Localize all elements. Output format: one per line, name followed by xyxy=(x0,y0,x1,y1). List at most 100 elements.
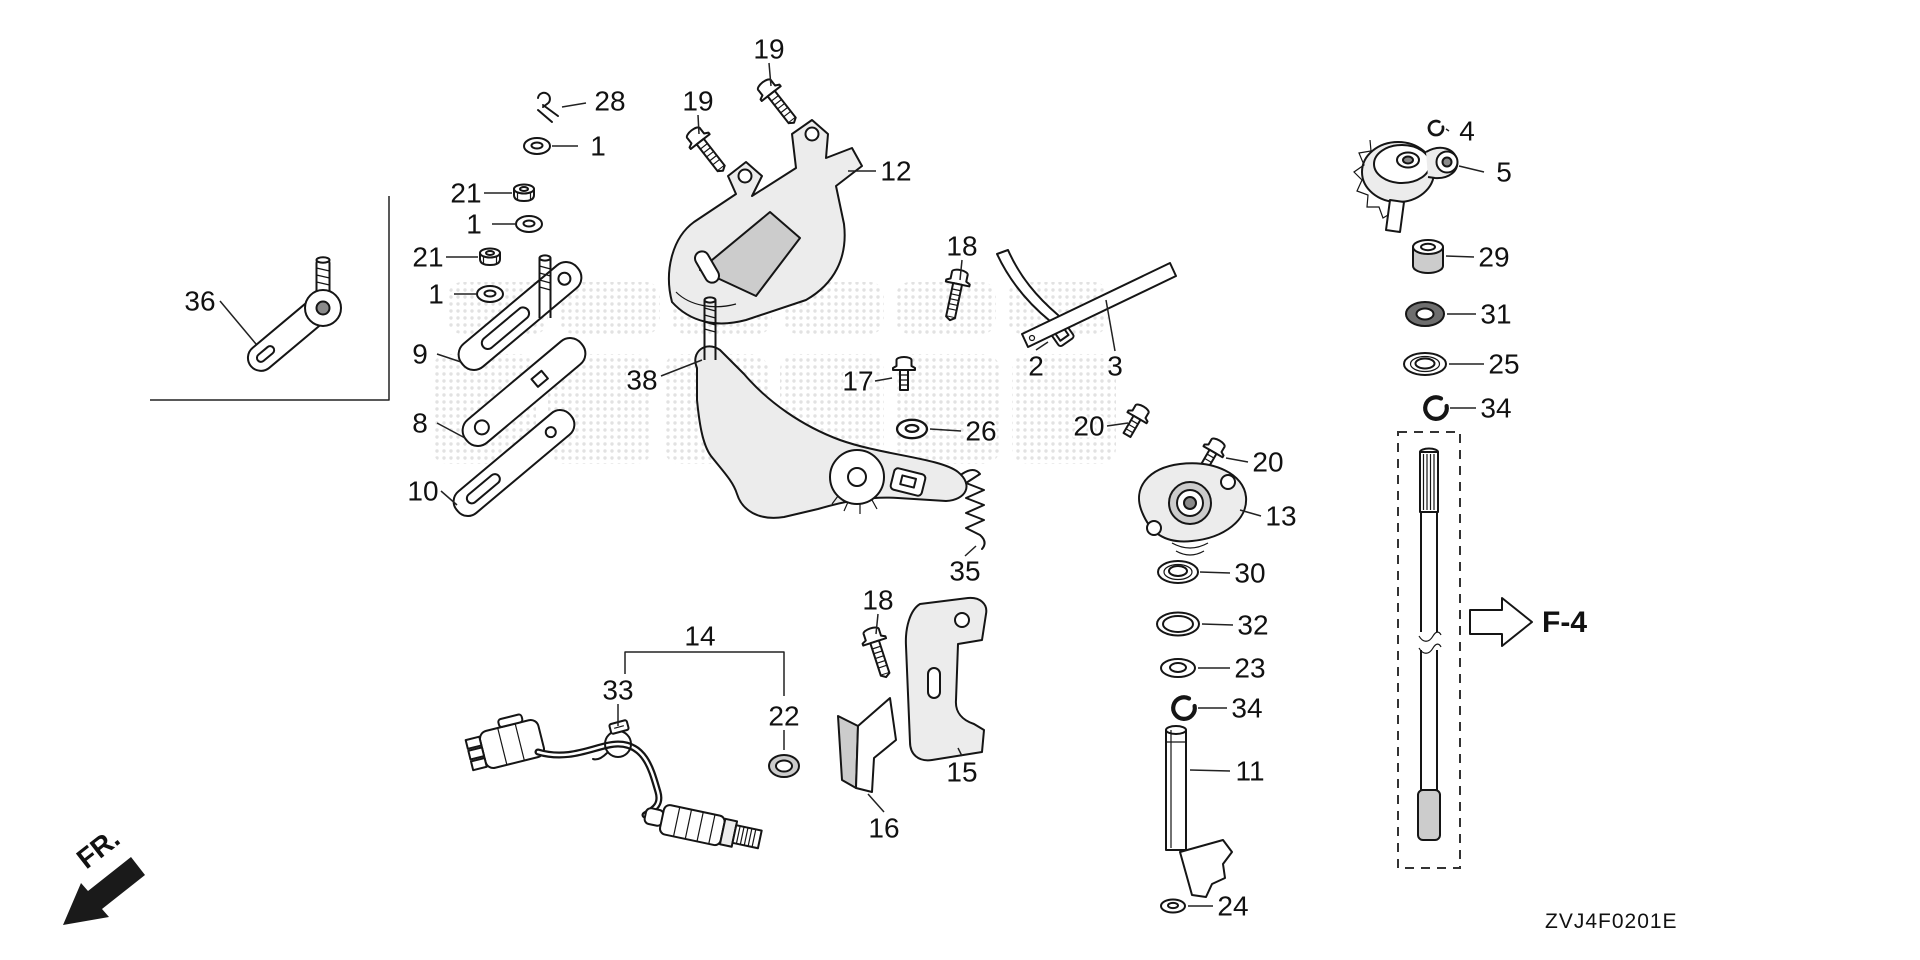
callout-12: 12 xyxy=(880,156,911,187)
leader-3 xyxy=(1105,299,1116,352)
callout-14: 14 xyxy=(684,621,715,652)
leader-5 xyxy=(1458,165,1485,173)
callout-21: 21 xyxy=(412,242,443,273)
leader-17 xyxy=(874,377,893,382)
bolt-18b xyxy=(857,623,899,682)
washer-1c xyxy=(476,285,504,303)
bushing-29 xyxy=(1412,239,1444,274)
callout-23: 23 xyxy=(1234,653,1265,684)
ring-31 xyxy=(1405,301,1445,327)
callout-20: 20 xyxy=(1252,447,1283,478)
part-5-gear xyxy=(1353,139,1459,233)
washer-1b xyxy=(515,215,543,233)
callout-24: 24 xyxy=(1217,891,1248,922)
callout-38: 38 xyxy=(626,365,657,396)
callout-25: 25 xyxy=(1488,349,1519,380)
nut-21b xyxy=(479,247,501,266)
f4-arrow[interactable] xyxy=(1469,597,1533,647)
callout-28: 28 xyxy=(594,86,625,117)
callout-36: 36 xyxy=(184,286,215,317)
callout-33: 33 xyxy=(602,675,633,706)
part-16-cover xyxy=(837,697,897,793)
leader-32 xyxy=(1201,623,1234,626)
reference-dashed-box xyxy=(1397,431,1461,869)
fr-direction: FR. xyxy=(63,822,145,925)
part-13-flange xyxy=(1138,462,1248,556)
callout-3: 3 xyxy=(1107,351,1123,382)
leader-15 xyxy=(957,747,963,757)
leader-20 xyxy=(1225,457,1249,463)
assembly-14-bracket-line xyxy=(624,651,785,696)
leader-30 xyxy=(1199,571,1231,574)
leader-8 xyxy=(436,422,466,439)
nut-21a xyxy=(513,183,535,202)
leader-35 xyxy=(964,545,977,557)
clip-34b xyxy=(1425,397,1447,419)
leader-28 xyxy=(561,102,587,108)
callout-29: 29 xyxy=(1478,242,1509,273)
callout-9: 9 xyxy=(412,339,428,370)
diagram-code: ZVJ4F0201E xyxy=(1545,910,1678,933)
part-15-bracket xyxy=(904,596,988,762)
fr-label: FR. xyxy=(71,822,126,874)
leader-26 xyxy=(929,428,962,432)
washer-26 xyxy=(895,418,929,440)
callout-2: 2 xyxy=(1028,351,1044,382)
callout-17: 17 xyxy=(842,366,873,397)
callout-20: 20 xyxy=(1073,411,1104,442)
callout-35: 35 xyxy=(949,556,980,587)
callout-1: 1 xyxy=(590,131,606,162)
leader-36 xyxy=(219,300,257,345)
callout-11: 11 xyxy=(1235,756,1264,787)
fr-arrow xyxy=(63,857,145,925)
callout-1: 1 xyxy=(466,209,482,240)
leader-4 xyxy=(1445,128,1450,132)
callout-10: 10 xyxy=(407,476,438,507)
callout-30: 30 xyxy=(1234,558,1265,589)
callout-8: 8 xyxy=(412,408,428,439)
washer-24 xyxy=(1160,898,1186,914)
leader-16 xyxy=(867,793,885,813)
f4-reference-link[interactable]: F-4 xyxy=(1469,597,1587,647)
part-11-shaft xyxy=(1165,725,1233,898)
part-3-stay-bar xyxy=(1021,262,1177,348)
clip-34a xyxy=(1173,697,1195,719)
f4-label[interactable]: F-4 xyxy=(1542,606,1587,639)
leader-10 xyxy=(440,490,458,506)
clamp-33 xyxy=(592,719,632,761)
cable-14 xyxy=(534,740,663,819)
callout-26: 26 xyxy=(965,416,996,447)
leader-2 xyxy=(1035,341,1049,351)
callout-31: 31 xyxy=(1480,299,1511,330)
spring-35 xyxy=(961,469,986,550)
group-bracket-line xyxy=(150,196,390,401)
oring-32 xyxy=(1156,611,1200,637)
sensor-14 xyxy=(643,804,763,850)
leader-18 xyxy=(959,259,963,281)
part-8-plate xyxy=(461,337,587,447)
callout-4: 4 xyxy=(1459,116,1475,147)
bolt-20a xyxy=(1116,399,1155,442)
callout-18: 18 xyxy=(862,585,893,616)
bushing-22 xyxy=(768,754,800,778)
leader-19 xyxy=(768,62,772,87)
washer-23 xyxy=(1160,658,1196,678)
bolt-19a xyxy=(752,73,805,132)
washer-1a xyxy=(523,137,551,155)
part-12-bracket xyxy=(668,119,863,325)
shaft-f4-reference xyxy=(1417,447,1442,841)
callout-1: 1 xyxy=(428,279,444,310)
callout-21: 21 xyxy=(450,178,481,209)
connector-14 xyxy=(464,713,546,772)
leader-19 xyxy=(697,114,700,135)
callout-34: 34 xyxy=(1231,693,1262,724)
callout-19: 19 xyxy=(682,86,713,117)
leader-9 xyxy=(436,353,462,363)
leader-20 xyxy=(1106,422,1129,427)
callout-22: 22 xyxy=(768,701,799,732)
washer-25 xyxy=(1403,352,1447,376)
bolt-19b xyxy=(681,121,734,180)
